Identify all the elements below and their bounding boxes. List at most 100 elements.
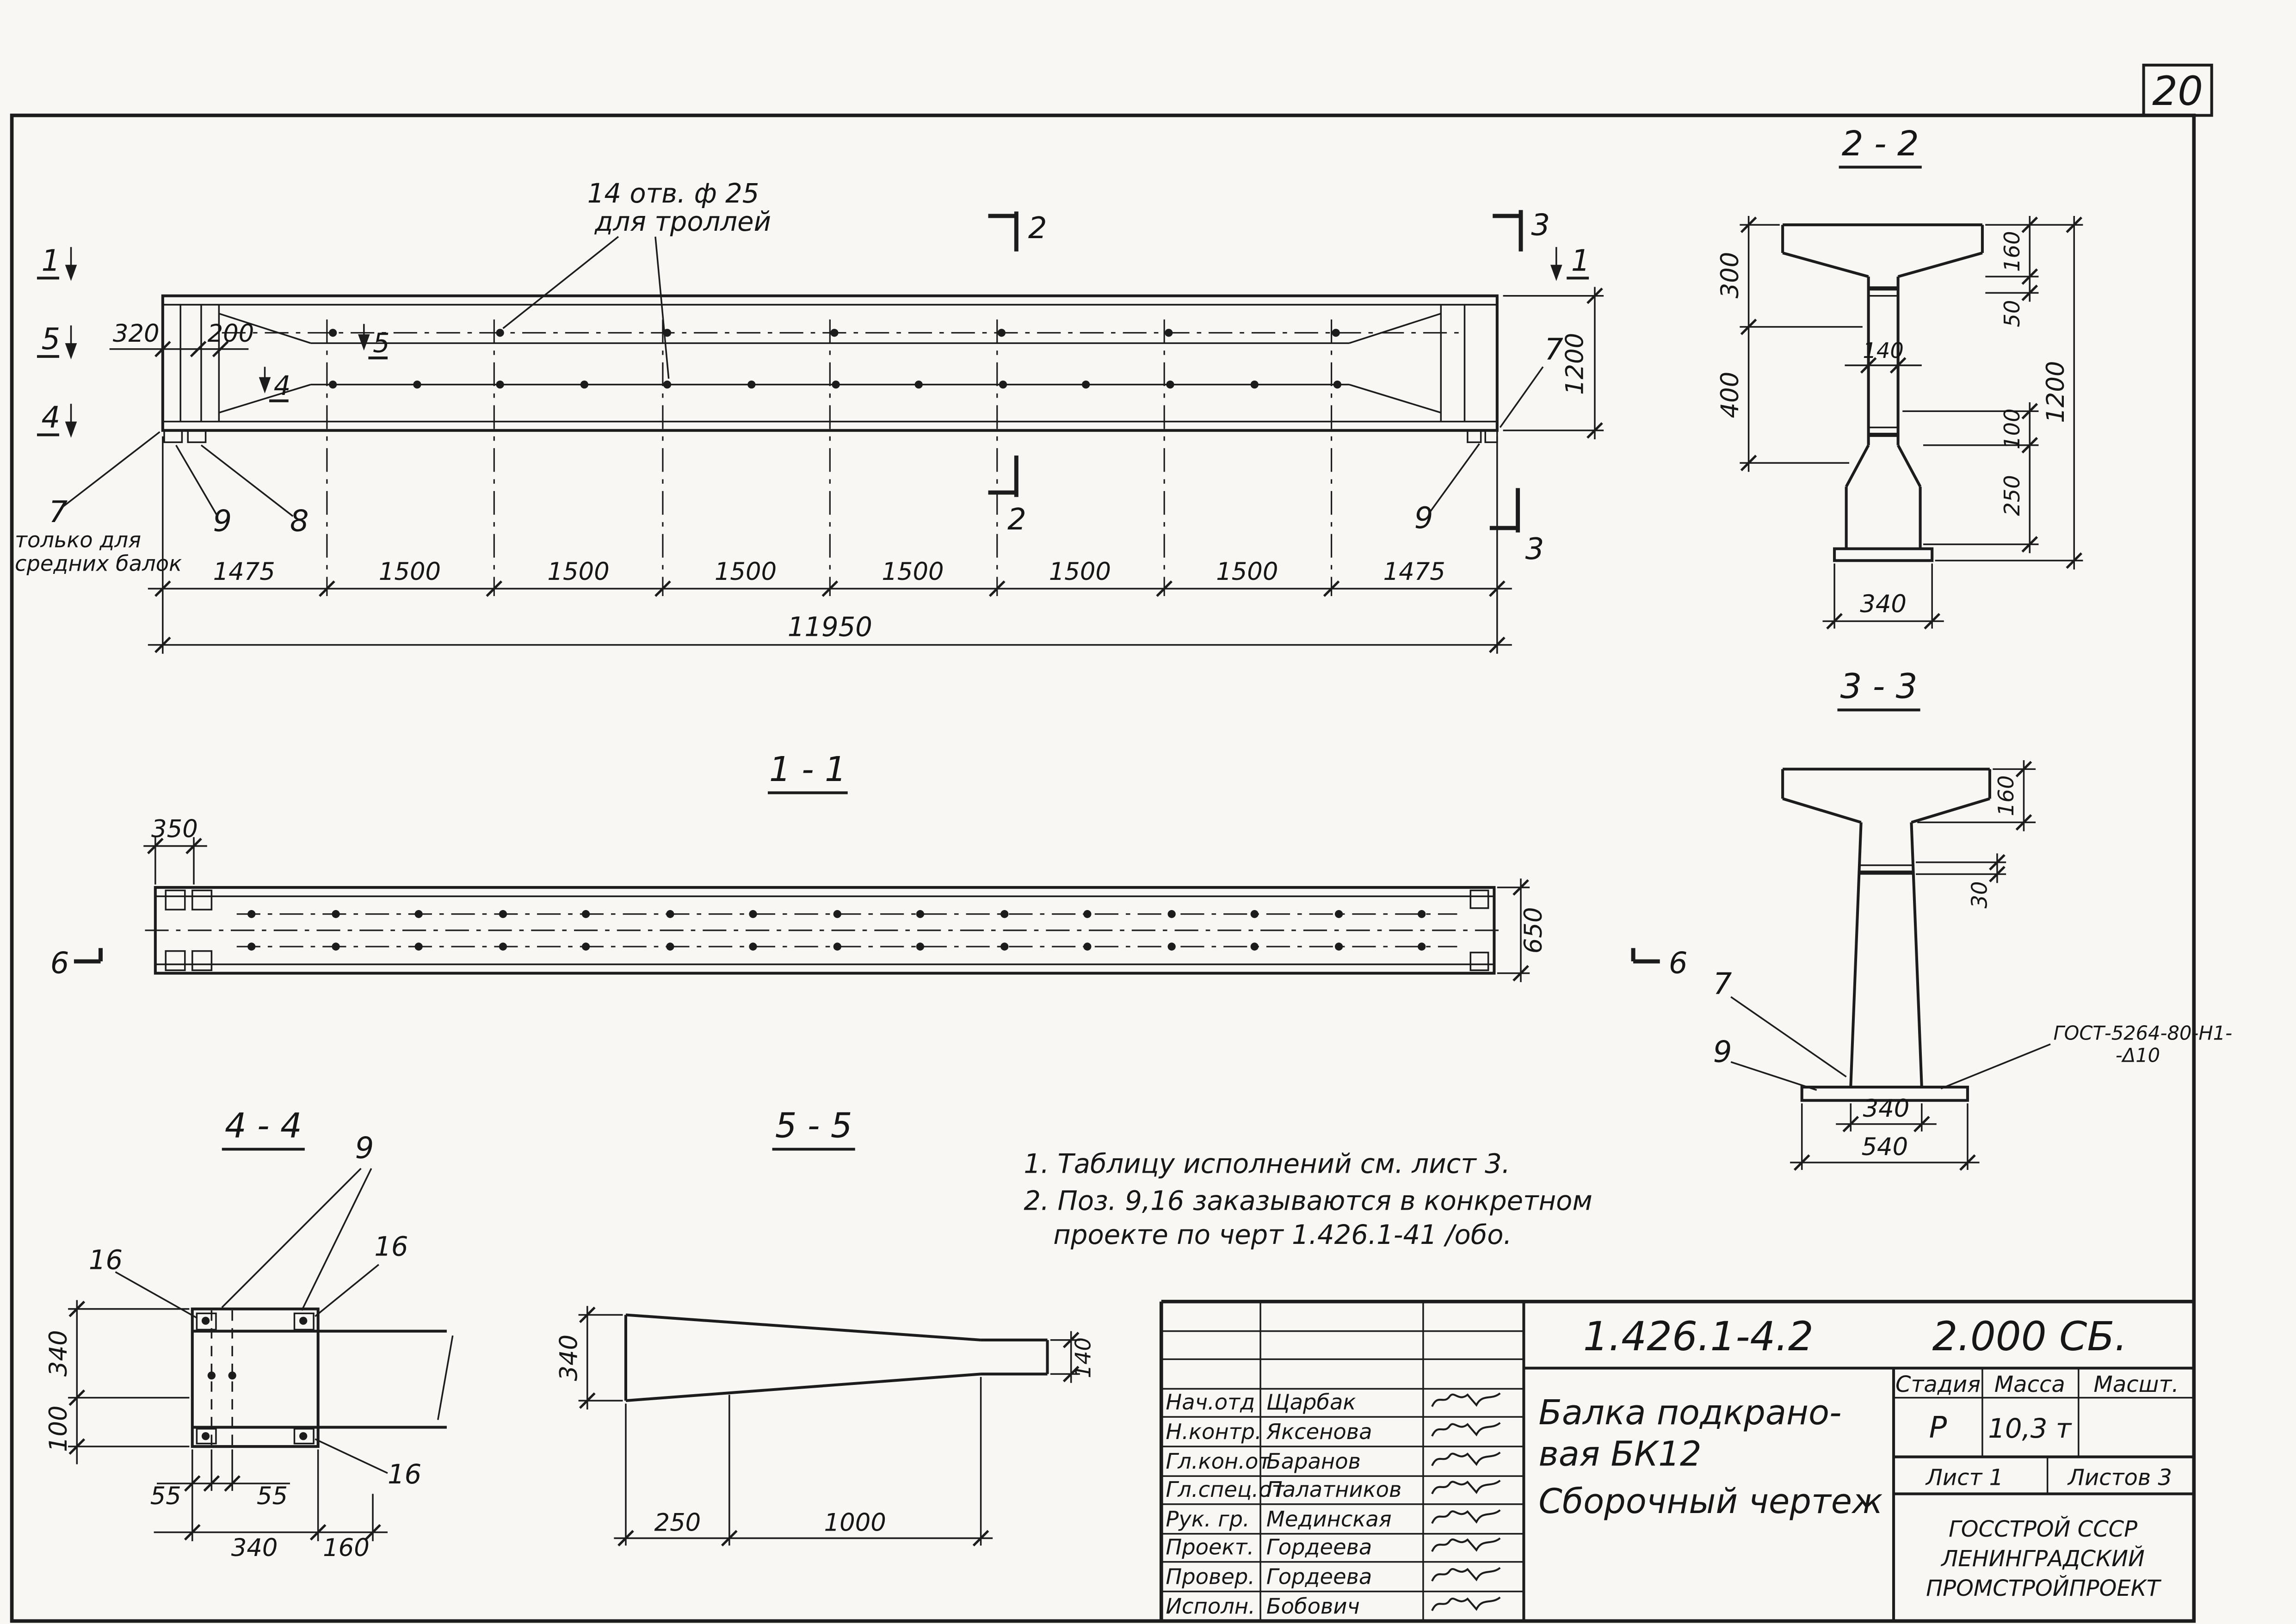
callout-16-c: 16: [388, 1459, 421, 1490]
view-marker-1-left: 1: [42, 244, 61, 278]
row-role: Нач.отд: [1166, 1390, 1255, 1415]
weld-note-line2: -Δ10: [2116, 1044, 2160, 1067]
row-role: Проект.: [1166, 1535, 1254, 1560]
signature-mark: [1432, 1597, 1500, 1611]
dim-160: 160: [2000, 231, 2024, 272]
view-marker-6-left: 6: [50, 947, 69, 981]
stage-header: Стадия: [1895, 1372, 1981, 1397]
elevation-markers: 1 5 4 1 5 4 2 2 3 3: [37, 209, 1590, 566]
drawing-title-line2: вая БК12: [1538, 1435, 1701, 1474]
row-name: Щарбак: [1266, 1390, 1356, 1415]
dim-250: 250: [654, 1508, 701, 1537]
dim-total-11950: 11950: [788, 611, 872, 642]
signature-rows: Нач.отд Щарбак Н.контр. Яксенова Гл.кон.…: [1166, 1390, 1500, 1619]
row-name: Гордеева: [1266, 1564, 1372, 1589]
dim-55-b: 55: [257, 1482, 288, 1510]
callout-9-44: 9: [355, 1131, 374, 1165]
note-1: 1. Таблицу исполнений см. лист 3.: [1024, 1148, 1510, 1179]
view-marker-5-inner: 5: [373, 327, 390, 358]
callout-16-a: 16: [89, 1244, 123, 1275]
view-marker-5-left: 5: [42, 322, 61, 357]
dim-span-3: 1500: [547, 558, 609, 586]
dim-200: 200: [208, 320, 254, 348]
dim-340-horiz: 340: [231, 1534, 278, 1562]
mass-value: 10,3 т: [1988, 1413, 2072, 1444]
scale-header: Масшт.: [2093, 1372, 2179, 1397]
callout-9-33: 9: [1713, 1035, 1732, 1070]
dim-span-2: 1500: [379, 558, 441, 586]
hole-note-line1: 14 отв. ф 25: [587, 178, 759, 209]
dim-400: 400: [1716, 372, 1744, 418]
callout-9-left: 9: [213, 504, 232, 538]
title-block: 1.426.1-4.2 2.000 СБ. Нач.отд Щарбак Н.к…: [1159, 1299, 2194, 1621]
section-4-4-title: 4 - 4: [225, 1107, 302, 1146]
elevation-dimensions: 320 200 1475 1500 1500 1500 1500 1500 15…: [109, 287, 1604, 654]
dim-160-33: 160: [1994, 775, 2018, 817]
row-name: Бобович: [1266, 1594, 1360, 1619]
dim-540: 540: [1861, 1133, 1908, 1161]
org-line3: ПРОМСТРОЙПРОЕКТ: [1926, 1575, 2162, 1601]
section-1-1-title: 1 - 1: [769, 750, 846, 789]
drawing-title-line1: Балка подкрано-: [1538, 1393, 1841, 1433]
dim-span-5: 1500: [882, 558, 944, 586]
stage-value: Р: [1929, 1411, 1947, 1445]
dim-340-33: 340: [1863, 1095, 1910, 1123]
section-marker-3-bottom: 3: [1525, 532, 1544, 566]
dim-340-bottom: 340: [1860, 590, 1907, 618]
dim-55-a: 55: [150, 1482, 181, 1510]
callout-16-b: 16: [374, 1231, 408, 1262]
row-name: Гордеева: [1266, 1535, 1372, 1560]
hole-note: 14 отв. ф 25 для троллей: [502, 178, 771, 379]
section-marker-2-bottom: 2: [1007, 503, 1026, 537]
callout-7-33: 7: [1713, 967, 1732, 1001]
section-4-4: 4 - 4 9 16 16 16 340 100 55 55 340 160: [44, 1107, 454, 1562]
weld-note-line1: ГОСТ-5264-80-Н1-: [2053, 1022, 2232, 1045]
document-code: 2.000 СБ.: [1932, 1314, 2127, 1360]
section-5-5: 5 - 5 340 140 250 1000: [555, 1107, 1095, 1546]
mass-header: Масса: [1994, 1372, 2065, 1397]
dim-1200-section: 1200: [2042, 361, 2070, 423]
dim-1000: 1000: [824, 1508, 886, 1537]
dim-span-7: 1500: [1216, 558, 1278, 586]
org-line2: ЛЕНИНГРАДСКИЙ: [1940, 1545, 2145, 1572]
signature-mark: [1432, 1538, 1500, 1551]
section-2-2: 2 - 2 300 400 140 160 50 100 250 1200 34…: [1716, 124, 2083, 629]
section-marker-2-top: 2: [1028, 211, 1047, 246]
dim-140-55: 140: [1070, 1337, 1095, 1378]
dim-140: 140: [1863, 338, 1904, 363]
signature-mark: [1432, 1481, 1500, 1494]
view-marker-4-inner: 4: [274, 370, 291, 401]
dim-1200-height: 1200: [1561, 333, 1589, 395]
dim-span-8: 1475: [1383, 558, 1445, 586]
section-1-1: 1 - 1 350 650 6 6: [50, 750, 1688, 982]
note-middle-beams-line1: только для: [15, 527, 141, 552]
elevation-callouts: 7 только для средних балок 9 8 9 7: [15, 332, 1563, 576]
callout-9-right: 9: [1414, 501, 1433, 535]
callout-7-left: 7: [49, 495, 68, 529]
dim-250: 250: [2000, 475, 2024, 516]
section-2-2-title: 2 - 2: [1842, 124, 1919, 164]
row-name: Палатников: [1266, 1477, 1401, 1502]
dim-340-55: 340: [555, 1335, 583, 1381]
dim-span-4: 1500: [715, 558, 777, 586]
document-number: 1.426.1-4.2: [1583, 1314, 1814, 1360]
row-role: Рук. гр.: [1166, 1507, 1249, 1532]
signature-mark: [1432, 1452, 1500, 1466]
view-marker-4-left: 4: [42, 400, 61, 435]
signature-mark: [1432, 1568, 1500, 1581]
section-marker-3-top: 3: [1531, 209, 1550, 243]
dim-350: 350: [151, 815, 198, 843]
dim-50: 50: [2000, 300, 2024, 327]
row-role: Гл.кон.от: [1166, 1449, 1271, 1474]
sheet-frame: 20: [10, 63, 2213, 1623]
dim-160-44: 160: [323, 1534, 370, 1562]
sheet-label: Лист 1: [1925, 1464, 2003, 1490]
row-role: Гл.спец.от: [1166, 1477, 1285, 1502]
dim-320: 320: [113, 320, 160, 348]
section-3-3-title: 3 - 3: [1840, 667, 1918, 707]
view-marker-1-right: 1: [1571, 244, 1590, 278]
row-name: Баранов: [1266, 1449, 1361, 1474]
row-role: Н.контр.: [1166, 1419, 1261, 1444]
dim-300: 300: [1716, 252, 1744, 299]
